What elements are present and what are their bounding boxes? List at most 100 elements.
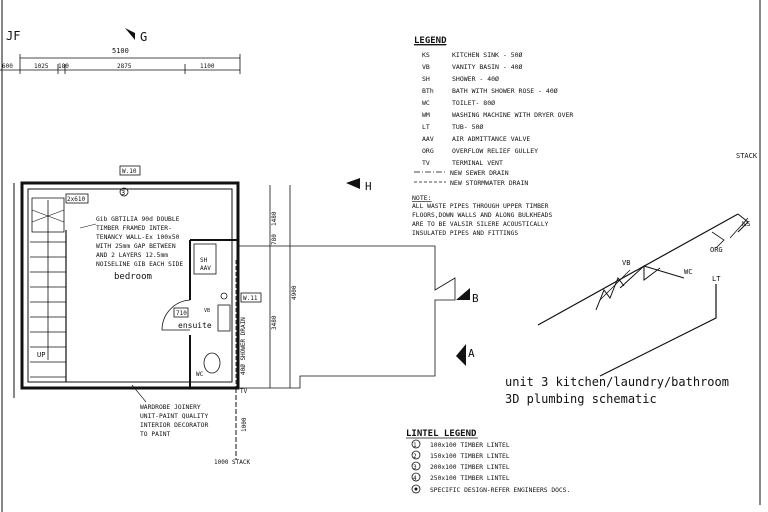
grid-mark-f: JF (6, 29, 20, 43)
room-bedroom: bedroom (114, 272, 152, 282)
lintel-legend-title: LINTEL LEGEND (406, 429, 477, 439)
svg-text:100x100 TIMBER LINTEL: 100x100 TIMBER LINTEL (430, 442, 510, 449)
svg-text:BATH WITH SHOWER ROSE - 40Ø: BATH WITH SHOWER ROSE - 40Ø (452, 87, 558, 95)
dim-d3: 180 (58, 63, 69, 70)
wall-tag-box (119, 165, 141, 176)
schematic-title-2: 3D plumbing schematic (505, 392, 657, 406)
legend-note-title: NOTE: (412, 194, 432, 202)
drain-label: 40Ø SHOWER DRAIN (240, 317, 247, 375)
lintel-size: 2x610 (67, 196, 85, 203)
grid-mark-g: G (140, 30, 147, 44)
svg-text:200x100 TIMBER LINTEL: 200x100 TIMBER LINTEL (430, 464, 510, 471)
dim-right2: 780 (271, 234, 278, 245)
wall-tag-w10: W.10 (122, 168, 137, 175)
svg-text:AAV: AAV (422, 135, 434, 143)
schematic-org: ORG (710, 246, 723, 254)
tv-tag: TV (240, 388, 248, 395)
svg-text:OVERFLOW RELIEF GULLEY: OVERFLOW RELIEF GULLEY (452, 147, 538, 155)
ensuite-partition (189, 239, 238, 388)
dim-top-total: 5100 (112, 47, 129, 55)
svg-text:AND 2 LAYERS 12.5mm: AND 2 LAYERS 12.5mm (96, 252, 168, 259)
shower-tag: SH (200, 257, 208, 264)
svg-text:SH: SH (422, 75, 430, 83)
schematic-ks: KS (742, 220, 750, 228)
dim-bottom-right: 1000 (241, 417, 248, 432)
svg-text:NOISELINE GIB EACH SIDE: NOISELINE GIB EACH SIDE (96, 261, 183, 268)
legend-list: KS KITCHEN SINK - 50Ø VB VANITY BASIN - … (422, 51, 573, 167)
svg-text:ORG: ORG (422, 147, 434, 155)
shower-tray (193, 243, 217, 275)
wardrobe-note: WARDROBE JOINERY UNIT-PAINT QUALITY INTE… (140, 404, 208, 438)
svg-text:TO PAINT: TO PAINT (140, 431, 171, 438)
svg-text:4: 4 (413, 475, 417, 482)
vb-tag: VB (204, 308, 210, 314)
svg-text:LT: LT (422, 123, 430, 131)
svg-text:1: 1 (413, 442, 417, 449)
grid-mark-h: H (365, 180, 372, 193)
svg-text:TERMINAL VENT: TERMINAL VENT (452, 159, 503, 167)
svg-text:AIR ADMITTANCE VALVE: AIR ADMITTANCE VALVE (452, 135, 530, 143)
lintel-mark-circle (119, 187, 129, 197)
legend-sewer: NEW SEWER DRAIN (450, 169, 509, 177)
svg-text:Gib GBTILIA 90d DOUBLE: Gib GBTILIA 90d DOUBLE (96, 216, 180, 223)
legend-storm: NEW STORMWATER DRAIN (450, 179, 528, 187)
grid-mark-g-arrow (125, 28, 135, 40)
svg-text:VB: VB (422, 63, 430, 71)
svg-text:TOILET- 80Ø: TOILET- 80Ø (452, 99, 495, 107)
dim-right-total: 4900 (291, 285, 298, 300)
wall-tag-w11: W.11 (243, 295, 258, 302)
svg-text:KS: KS (422, 51, 430, 59)
svg-text:TUB- 50Ø: TUB- 50Ø (452, 123, 483, 131)
svg-text:VANITY BASIN - 40Ø: VANITY BASIN - 40Ø (452, 63, 523, 71)
svg-text:WARDROBE JOINERY: WARDROBE JOINERY (140, 404, 201, 411)
ensuite-door-swing (161, 299, 191, 331)
svg-text:INSULATED PIPES AND FITTINGS: INSULATED PIPES AND FITTINGS (412, 230, 518, 237)
dim-right3: 3480 (271, 315, 278, 330)
schematic-lt: LT (712, 275, 721, 283)
svg-text:ALL WASTE PIPES THROUGH UPPER: ALL WASTE PIPES THROUGH UPPER TIMBER (412, 203, 549, 210)
svg-text:SHOWER - 40Ø: SHOWER - 40Ø (452, 75, 499, 83)
svg-text:ARE TO BE VALSIR SILERE ACOUST: ARE TO BE VALSIR SILERE ACOUSTICALLY (412, 221, 549, 228)
svg-text:3: 3 (413, 464, 417, 471)
stair (30, 197, 67, 382)
svg-text:2: 2 (413, 453, 417, 460)
stack-label: 1000 STACK (214, 459, 251, 466)
legend-title: LEGEND (414, 36, 447, 46)
schematic-wc: WC (684, 268, 692, 276)
grid-mark-b: B (472, 292, 479, 305)
svg-text:TV: TV (422, 159, 430, 167)
plumbing-schematic (537, 160, 761, 377)
adjacent-outline (238, 245, 456, 389)
vanity (217, 304, 231, 332)
lintel-mark: 3 (121, 189, 125, 197)
schematic-title-1: unit 3 kitchen/laundry/bathroom (505, 375, 729, 389)
dim-d4: 2875 (117, 63, 132, 70)
room-ensuite: ensuite (178, 321, 212, 330)
wall-note: Gib GBTILIA 90d DOUBLE TIMBER FRAMED INT… (96, 216, 183, 268)
svg-text:250x100 TIMBER LINTEL: 250x100 TIMBER LINTEL (430, 475, 510, 482)
grid-mark-a: A (468, 347, 475, 360)
schematic-vb: VB (622, 259, 630, 267)
legend-note: ALL WASTE PIPES THROUGH UPPER TIMBER FLO… (412, 203, 552, 237)
door-tag: 710 (176, 310, 187, 317)
dim-d2: 1025 (34, 63, 49, 70)
toilet (203, 352, 221, 374)
wc-tag: WC (196, 371, 204, 378)
svg-text:TENANCY WALL-Ex 100x50: TENANCY WALL-Ex 100x50 (96, 234, 180, 241)
dim-right1: 1480 (271, 211, 278, 226)
svg-text:WM: WM (422, 111, 430, 119)
svg-text:UNIT-PAINT QUALITY: UNIT-PAINT QUALITY (140, 413, 208, 420)
dim-d1: 600 (2, 63, 13, 70)
svg-text:SPECIFIC DESIGN-REFER ENGINEER: SPECIFIC DESIGN-REFER ENGINEERS DOCS. (430, 487, 570, 494)
dim-d5: 1100 (200, 63, 215, 70)
aav-tag: AAV (200, 265, 211, 272)
schematic-stack: STACK (736, 152, 758, 160)
svg-text:WASHING MACHINE WITH DRYER OVE: WASHING MACHINE WITH DRYER OVER (452, 111, 573, 119)
svg-text:WC: WC (422, 99, 430, 107)
svg-text:FLOORS,DOWN WALLS AND ALONG BU: FLOORS,DOWN WALLS AND ALONG BULKHEADS (412, 212, 552, 219)
svg-text:BTh: BTh (422, 87, 434, 95)
plan-inner-wall-line (27, 188, 233, 383)
svg-text:KITCHEN SINK - 50Ø: KITCHEN SINK - 50Ø (452, 51, 523, 59)
svg-text:TIMBER FRAMED INTER-: TIMBER FRAMED INTER- (96, 225, 172, 232)
